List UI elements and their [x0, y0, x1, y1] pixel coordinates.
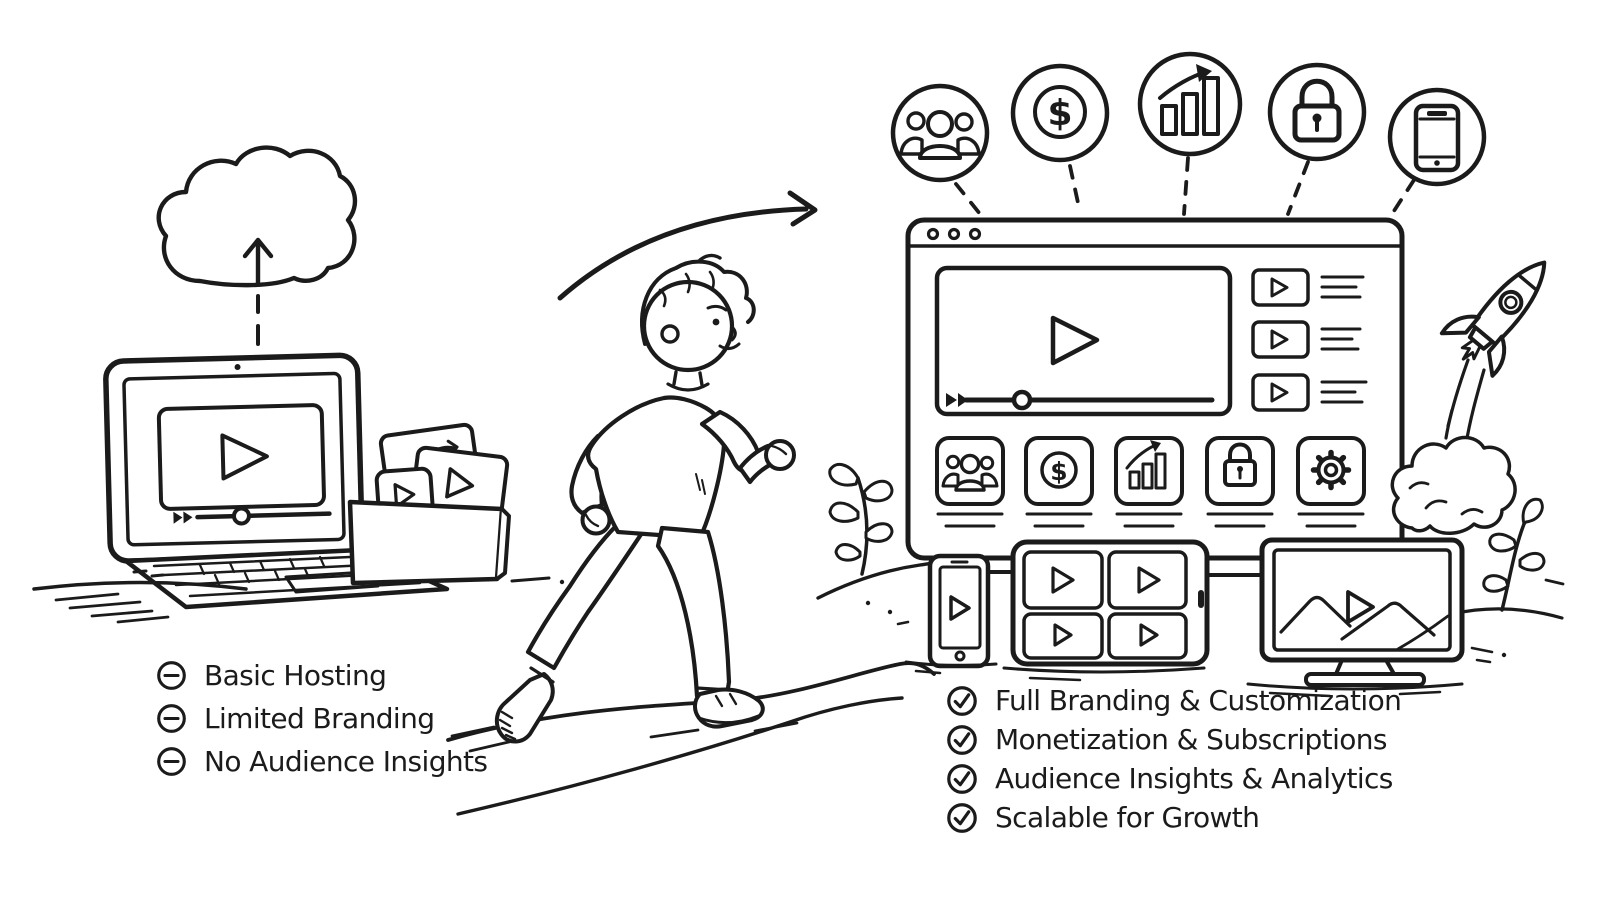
lock-icon [1223, 442, 1257, 487]
plant-right [1450, 497, 1565, 620]
list-item: Scalable for Growth [946, 801, 1401, 834]
drawback-label: Limited Branding [204, 702, 435, 735]
play-icon [1051, 566, 1075, 594]
person-head [640, 253, 756, 387]
rocket-window [1498, 289, 1524, 315]
dollar-icon: $ [1050, 457, 1067, 486]
eye [712, 318, 720, 326]
play-icon [1053, 623, 1073, 647]
drawback-label: No Audience Insights [204, 745, 488, 778]
list-item: Monetization & Subscriptions [946, 723, 1401, 756]
walking-person [494, 253, 796, 744]
growth-chart-icon [1158, 64, 1220, 136]
ground-right [904, 646, 1507, 698]
old-way-drawbacks-list: Basic Hosting Limited Branding No Audien… [156, 659, 488, 778]
webcam-dot [234, 364, 241, 371]
security-badge [1267, 62, 1367, 162]
play-icon [1139, 623, 1159, 647]
list-item: Basic Hosting [156, 659, 487, 692]
benefit-label: Full Branding & Customization [995, 684, 1402, 717]
upload-arrow-icon [242, 237, 274, 285]
feature-badges: $ [890, 51, 1487, 216]
window-dots [926, 227, 982, 241]
side-button [1198, 590, 1204, 608]
cloud-upload-icon [156, 145, 358, 346]
benefit-label: Scalable for Growth [995, 801, 1260, 834]
lock-icon [1292, 78, 1342, 143]
mobile-badge [1387, 87, 1487, 187]
smartphone-icon [1413, 103, 1461, 173]
list-item: No Audience Insights [156, 745, 488, 778]
home-button [954, 650, 966, 662]
drawback-label: Basic Hosting [204, 659, 387, 692]
play-icon [220, 433, 269, 481]
play-icon [1050, 315, 1100, 366]
tile-security [1205, 436, 1275, 528]
ear [660, 324, 680, 344]
new-way-benefits-list: Full Branding & Customization Monetizati… [946, 684, 1402, 834]
media-folder [347, 422, 511, 586]
minus-circle-icon [157, 704, 186, 733]
tile-analytics [1114, 436, 1184, 528]
progress-knob [231, 506, 251, 526]
curved-arrow-icon [557, 190, 818, 301]
device-smartphone [927, 553, 991, 669]
list-item: Limited Branding [156, 702, 487, 735]
device-tablet [1010, 539, 1210, 667]
list-item: Audience Insights & Analytics [946, 762, 1401, 795]
benefit-label: Monetization & Subscriptions [995, 723, 1388, 756]
check-circle-icon [947, 802, 977, 833]
playlist [1251, 268, 1368, 412]
rocket-launch [1390, 260, 1547, 535]
tile-audience [935, 436, 1005, 528]
rocket-icon [1439, 260, 1547, 378]
list-item: Full Branding & Customization [946, 684, 1402, 717]
play-icon [949, 595, 971, 621]
play-icon [393, 483, 416, 509]
plant-left [828, 462, 894, 576]
progress-knob [1011, 389, 1033, 411]
device-monitor [1259, 537, 1465, 687]
check-circle-icon [947, 763, 977, 794]
smoke-cloud [1390, 435, 1517, 535]
minus-circle-icon [157, 747, 186, 776]
front-fist [764, 439, 796, 471]
monetization-badge: $ [1010, 63, 1110, 163]
audience-icon [899, 110, 981, 160]
landscape-thumbnail [1279, 595, 1450, 651]
audience-icon [941, 453, 999, 492]
touchpad [284, 570, 380, 594]
analytics-badge [1137, 51, 1243, 157]
tile-monetization: $ [1024, 436, 1094, 528]
back-shoe [494, 666, 555, 744]
tile-settings [1296, 436, 1366, 528]
play-icon [445, 467, 475, 499]
play-icon [1137, 566, 1161, 594]
skip-icon [946, 393, 968, 407]
gear-icon [1310, 449, 1352, 491]
platform-window: $ [905, 217, 1405, 561]
check-circle-icon [947, 724, 977, 755]
audience-badge [890, 83, 990, 183]
dollar-icon: $ [1047, 93, 1072, 134]
benefit-label: Audience Insights & Analytics [995, 762, 1393, 795]
device-connectors [986, 570, 1262, 577]
growth-chart-icon [1125, 440, 1167, 490]
rocket-flame [1460, 339, 1481, 361]
minus-circle-icon [157, 661, 186, 690]
main-video-player [934, 265, 1233, 417]
skip-icon [173, 511, 193, 524]
play-icon [1346, 590, 1375, 624]
check-circle-icon [947, 685, 977, 716]
monitor-base [1304, 672, 1426, 687]
front-shoe [693, 686, 765, 729]
